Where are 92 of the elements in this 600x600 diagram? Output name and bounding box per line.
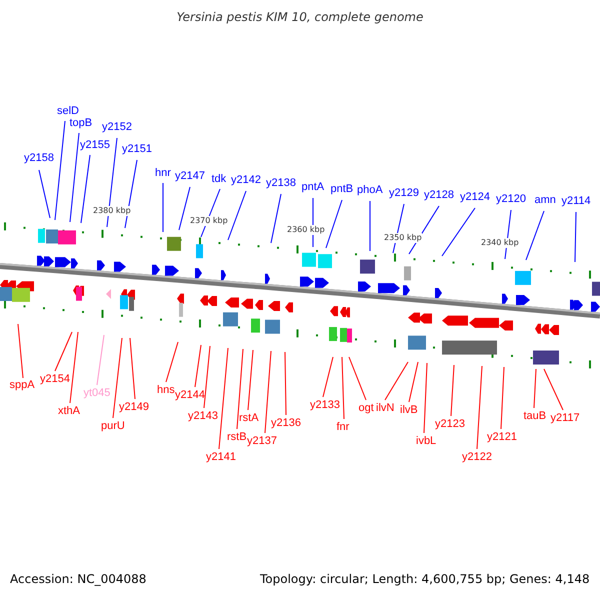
gene-label: y2144 [175,389,205,401]
gene-label: purU [101,420,125,432]
gene-label: y2117 [550,412,580,424]
leader-line [574,212,576,262]
gene-label: y2152 [102,121,132,133]
gene-label: y2154 [40,373,70,385]
gene-label: tdk [212,173,226,185]
gene-label: y2142 [231,174,261,186]
gene-label: xthA [58,405,80,417]
gene-label: y2136 [271,417,301,429]
leader-line [264,350,272,434]
leader-line [348,356,366,400]
gene-label: y2138 [266,177,296,189]
accession-text: Accession: NC_004088 [10,573,146,585]
leader-line [70,132,80,222]
leader-line [80,154,90,224]
gene-label: y2151 [122,143,152,155]
leader-line [322,356,334,398]
gene-label: amn [534,194,556,206]
leader-line [162,182,164,232]
leader-line [424,362,428,434]
gene-label: y2121 [487,431,517,443]
gene-label: y2129 [389,187,419,199]
gene-label: y2122 [462,451,492,463]
gene-label: ogt [358,402,374,414]
leader-line [54,332,72,372]
gene-label: y2158 [24,152,54,164]
scale-label: 2370 kbp [190,216,228,226]
gene-label: ivbL [416,435,436,447]
leader-line [270,194,282,244]
gene-label: y2133 [310,399,340,411]
leader-line [124,160,138,228]
leader-line [204,346,210,408]
leader-line [500,366,504,430]
gene-label: phoA [357,184,383,196]
gene-label: yt045 [84,387,110,399]
scale-label: 2350 kbp [384,233,422,243]
gene-label: y2137 [247,435,277,447]
leader-line [408,362,418,402]
leader-line [54,120,66,220]
leader-line [194,344,202,388]
leader-line [166,342,178,382]
gene-label: y2147 [175,170,205,182]
gene-label: pntB [330,183,354,195]
leader-line [476,366,482,450]
leader-line [228,190,246,240]
leader-line [38,170,50,218]
leader-line [106,138,118,228]
gene-label: pntA [302,181,324,193]
leader-line [112,338,122,418]
gene-label: sppA [10,379,35,391]
gene-label: fnr [336,421,350,433]
leader-line [236,348,244,430]
scale-label: 2340 kbp [481,238,519,248]
leader-line [218,348,228,450]
leader-line [18,324,24,378]
gene-label: hns [157,384,175,396]
gene-label: y2123 [435,418,465,430]
leader-line [326,200,342,248]
leader-line [544,368,564,410]
gene-label: y2114 [562,195,591,207]
gene-label: rstB [227,431,247,443]
leader-line [342,356,344,420]
leader-line [96,334,104,386]
gene-label: y2149 [119,401,149,413]
scale-label: 2360 kbp [287,225,325,235]
gene-label: tauB [524,410,546,422]
genome-summary-text: Topology: circular; Length: 4,600,755 bp; Genes: 4,148 [260,573,590,585]
gene-label: ilvN [376,402,394,414]
gene-label: ilvB [400,404,418,416]
gene-label: y2141 [206,451,236,463]
leader-line [178,186,190,230]
leader-line [384,362,408,400]
scale-label: 2380 kbp [93,206,131,216]
leader-line [130,338,136,400]
leader-line [284,352,286,416]
gene-label: y2120 [496,193,526,205]
gene-label: y2155 [80,139,110,151]
gene-label: topB [70,117,92,129]
leader-line [450,364,454,416]
leader-line [526,210,544,260]
gene-label: selD [57,105,80,117]
gene-label: y2124 [460,191,490,203]
title: Yersinia pestis KIM 10, complete genome [176,11,424,23]
gene-label: hnr [155,167,171,179]
gene-label: rstA [239,412,259,424]
gene-label: y2143 [188,410,218,422]
leader-line [70,332,78,404]
gene-label: y2128 [424,189,454,201]
leader-line [442,208,476,256]
leader-line [534,368,536,408]
leader-line [248,350,254,410]
